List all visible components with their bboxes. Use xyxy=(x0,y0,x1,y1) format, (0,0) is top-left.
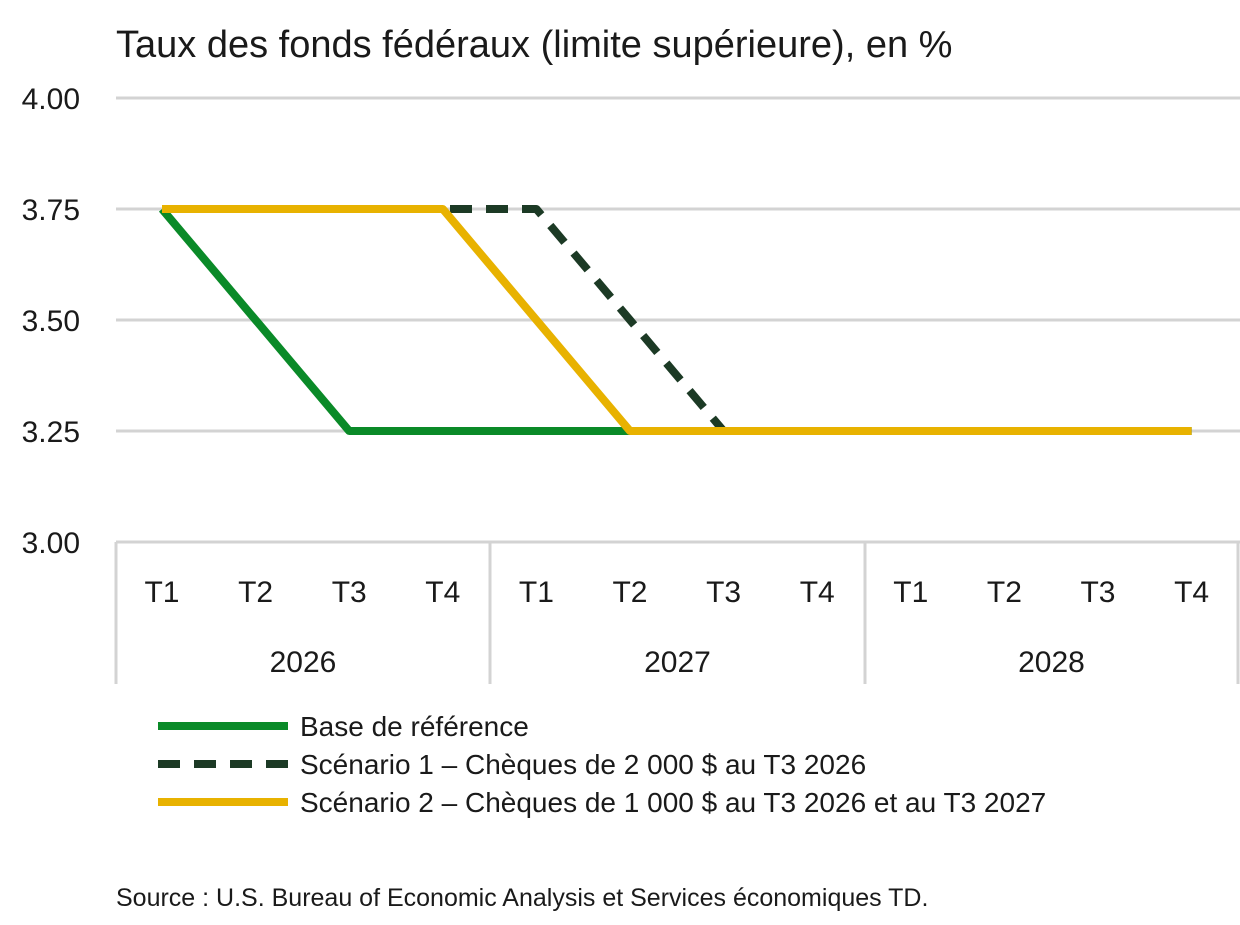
chart-title: Taux des fonds fédéraux (limite supérieu… xyxy=(116,24,953,66)
y-tick-label: 4.00 xyxy=(22,83,80,116)
year-label: 2028 xyxy=(1018,646,1085,679)
y-axis-ticks: 4.00 3.75 3.50 3.25 3.00 xyxy=(22,83,80,560)
x-tick-label: T2 xyxy=(987,576,1022,609)
x-tick-label: T2 xyxy=(238,576,273,609)
x-tick-label: T1 xyxy=(893,576,928,609)
x-tick-label: T4 xyxy=(1174,576,1209,609)
x-tick-label: T1 xyxy=(144,576,179,609)
year-label: 2026 xyxy=(270,646,337,679)
y-tick-label: 3.25 xyxy=(22,416,80,449)
x-tick-label: T2 xyxy=(612,576,647,609)
x-tick-label: T4 xyxy=(425,576,460,609)
series-lines xyxy=(158,205,1192,435)
y-tick-label: 3.50 xyxy=(22,305,80,338)
legend-label-1: Base de référence xyxy=(300,711,529,742)
year-label: 2027 xyxy=(644,646,711,679)
source-note: Source : U.S. Bureau of Economic Analysi… xyxy=(116,884,929,912)
series-line-3 xyxy=(162,205,1192,435)
x-axis: T1 T2 T3 T4 T1 T2 T3 T4 T1 T2 T3 T4 2026 2027 2028 xyxy=(114,542,1240,684)
legend-label-3: Scénario 2 – Chèques de 1 000 $ au T3 20… xyxy=(300,787,1046,818)
x-tick-label: T3 xyxy=(332,576,367,609)
y-tick-label: 3.00 xyxy=(22,527,80,560)
gridlines xyxy=(116,96,1240,544)
x-tick-label: T4 xyxy=(800,576,835,609)
x-tick-label: T3 xyxy=(706,576,741,609)
legend-label-2: Scénario 1 – Chèques de 2 000 $ au T3 20… xyxy=(300,749,866,780)
x-tick-label: T3 xyxy=(1080,576,1115,609)
y-tick-label: 3.75 xyxy=(22,194,80,227)
x-tick-label: T1 xyxy=(519,576,554,609)
series-line-2 xyxy=(162,205,1192,435)
